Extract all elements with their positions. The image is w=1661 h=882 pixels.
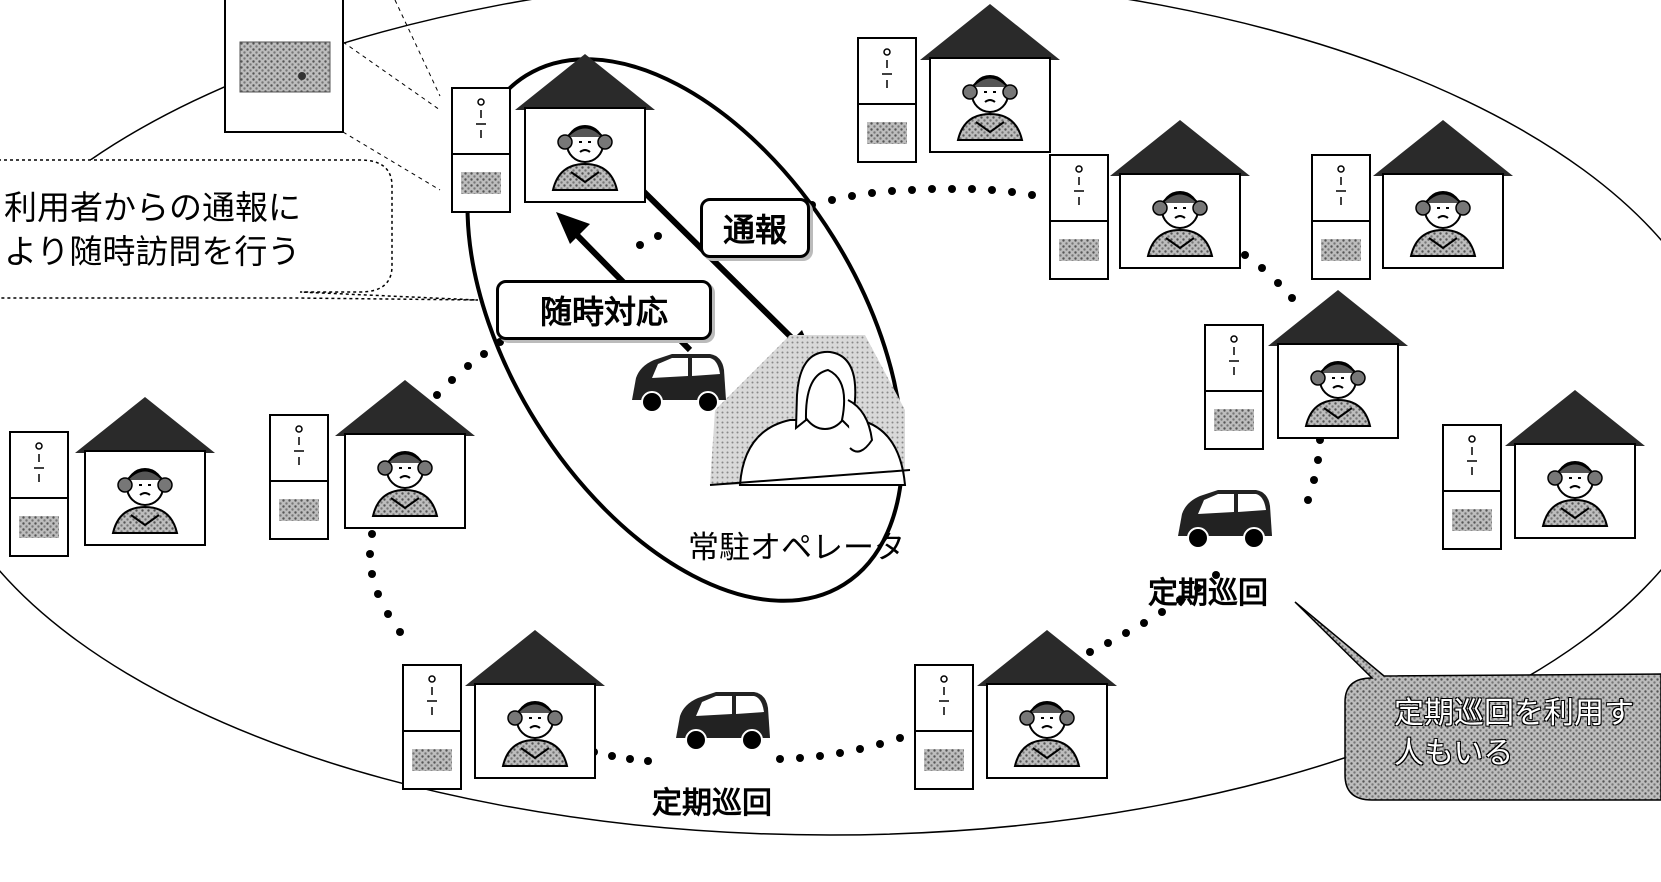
patrol-only-callout-shape (1294, 601, 1661, 801)
house-with-elderly-resident-icon (514, 53, 656, 203)
patrol-only-callout-line-1: 定期巡回を利用す (1394, 696, 1634, 731)
community-area-boundary (0, 0, 1661, 836)
house-group-6 (1442, 389, 1646, 550)
house-with-elderly-resident-icon (1109, 119, 1251, 269)
house-with-elderly-resident-icon (1267, 289, 1409, 439)
house-group-8 (269, 379, 476, 540)
house-with-elderly-resident-icon (919, 3, 1061, 153)
house-group-3 (1049, 119, 1251, 280)
patrol-only-callout: 定期巡回を利用す 人もいる (1394, 694, 1634, 774)
house-group-2 (857, 3, 1061, 163)
house-with-elderly-resident-icon (334, 379, 476, 529)
house-with-elderly-resident-icon (464, 629, 606, 779)
patrol-only-callout-line-2: 人もいる (1394, 736, 1514, 771)
house-with-elderly-resident-icon (1504, 389, 1646, 539)
report-label-text: 通報 (722, 211, 787, 249)
on-demand-area (465, 57, 905, 603)
house-with-elderly-resident-icon (976, 629, 1118, 779)
user-report-callout: 利用者からの通報に より随時訪問を行う (4, 186, 301, 274)
user-report-callout-line-2: より随時訪問を行う (4, 232, 301, 271)
user-report-callout-shape (0, 159, 479, 301)
house-group-4 (1311, 119, 1514, 280)
on-demand-label-text: 随時対応 (539, 293, 668, 331)
on-demand-label: 随時対応 (496, 280, 712, 340)
call-center-operator-icon (709, 335, 911, 486)
house-group-5 (1204, 289, 1409, 450)
patrol-car-icon-right (1177, 489, 1273, 549)
patrol-car-icon-bottom (675, 691, 771, 751)
operator-label: 常駐オペレータ (688, 530, 905, 566)
patrol-label-right: 定期巡回 (1148, 576, 1268, 611)
house-group-7 (9, 396, 216, 557)
patrol-label-bottom: 定期巡回 (652, 786, 772, 821)
user-report-callout-line-1: 利用者からの通報に (4, 188, 301, 227)
patrol-car-icon-center (631, 353, 727, 413)
house-with-elderly-resident-icon (1372, 119, 1514, 269)
house-group-1 (451, 53, 656, 213)
report-label: 通報 (700, 198, 810, 258)
house-group-9 (402, 629, 606, 790)
terminal-detail-box (224, 0, 441, 191)
house-with-elderly-resident-icon (74, 396, 216, 546)
